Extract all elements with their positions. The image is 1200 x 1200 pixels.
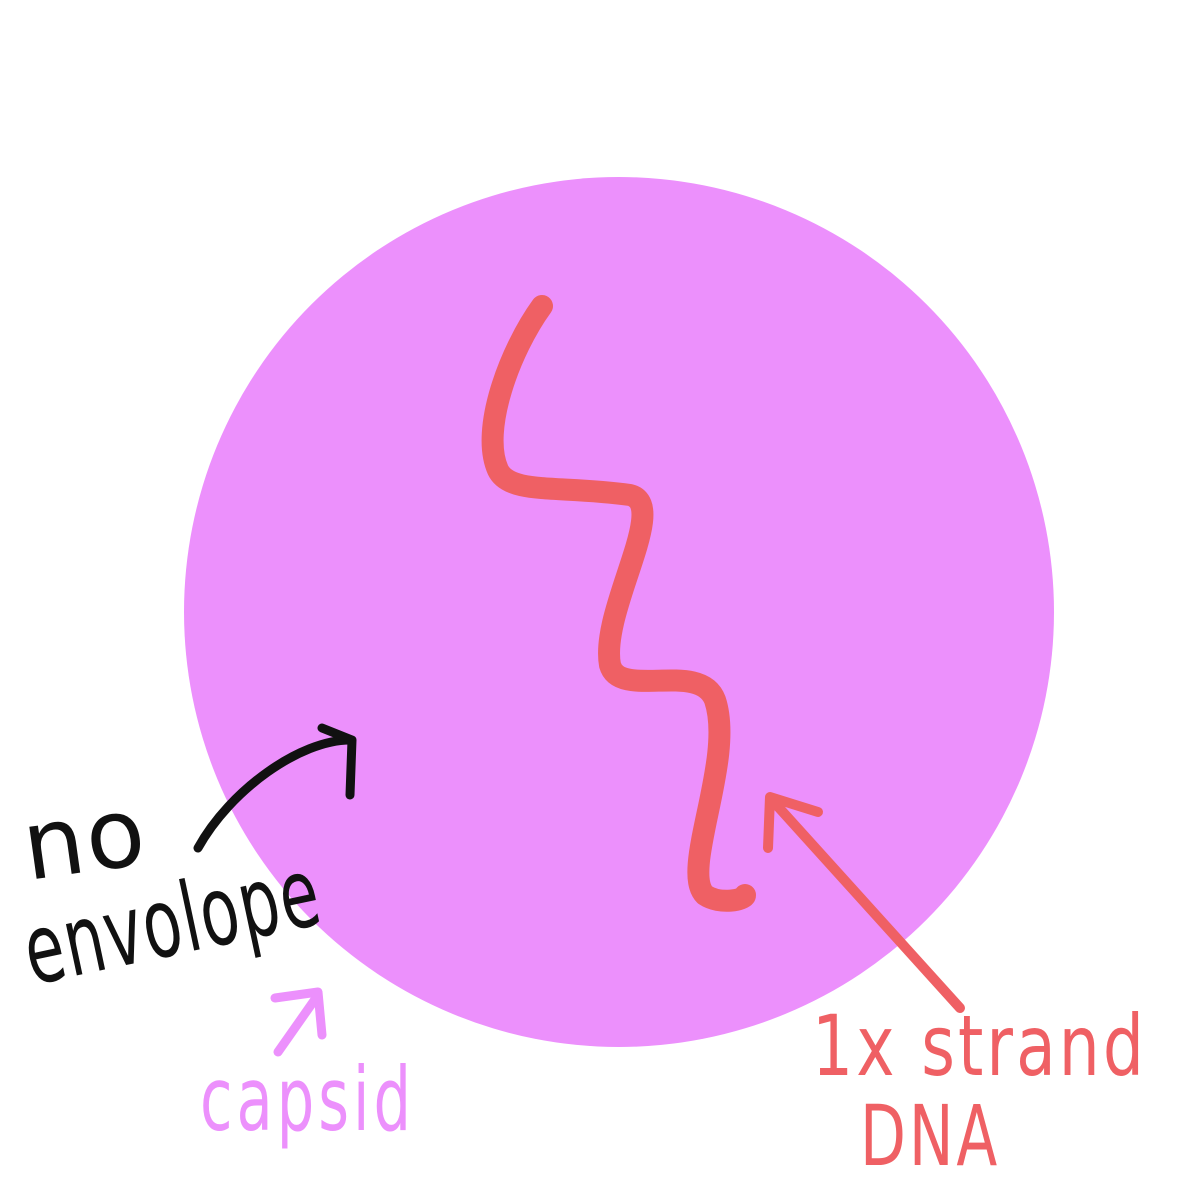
label-capsid: capsid <box>200 1048 415 1151</box>
envelope-arrow-shaft <box>193 735 355 853</box>
label-no-envelope-line1: no <box>16 775 154 903</box>
dna-arrow-shaft <box>767 795 965 1013</box>
label-dna-line1: 1x strand <box>812 997 1147 1095</box>
envelope-arrowhead <box>317 723 357 800</box>
dna-arrowhead <box>763 792 823 853</box>
capsid-arrowhead <box>270 987 327 1040</box>
dna-strand <box>481 295 756 912</box>
capsid-arrow-shaft <box>273 990 323 1057</box>
label-dna-line2: DNA <box>860 1087 1000 1185</box>
